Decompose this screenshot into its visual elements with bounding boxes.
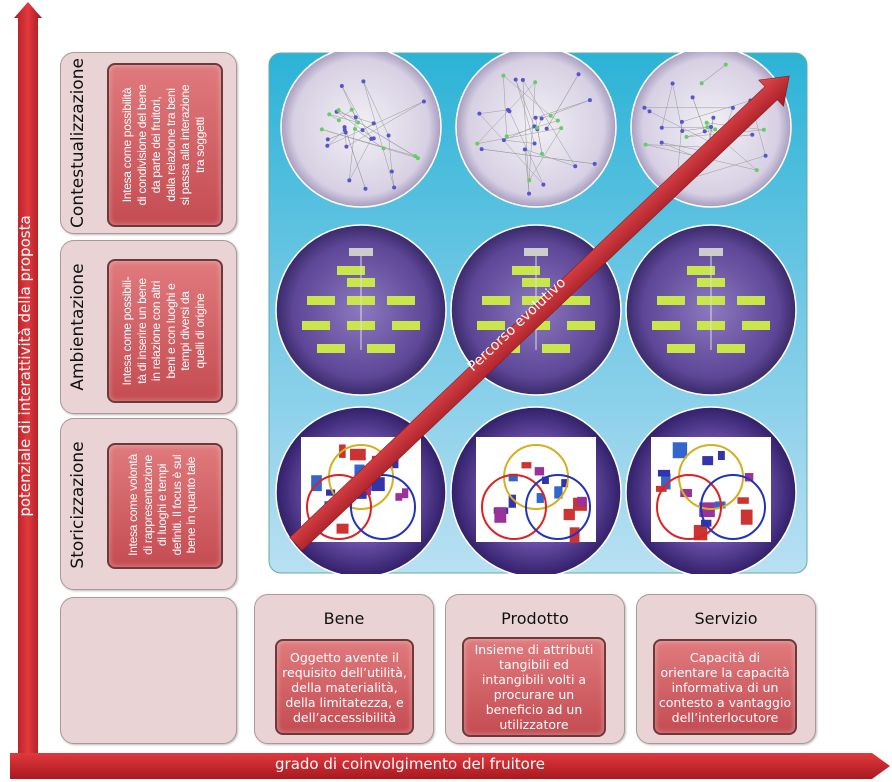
row-title: Contestualizzazione	[68, 58, 88, 228]
row-title: Storicizzazione	[68, 441, 88, 569]
column-description: Oggetto avente il requisito dell’utilità…	[282, 649, 407, 725]
row-title: Ambientazione	[68, 263, 88, 391]
y-axis-arrow	[14, 2, 42, 760]
x-axis-label: grado di coinvolgimento del fruitore	[275, 755, 545, 773]
diagonal-arrow	[289, 75, 790, 551]
column-description-box: Capacità di orientare la capacità inform…	[653, 639, 797, 735]
column-title: Prodotto	[501, 609, 569, 628]
row-storicizzazione: Storicizzazione Intesa come volontà di r…	[60, 418, 237, 590]
row-ambientazione: Ambientazione Intesa come possibili- tà …	[60, 240, 237, 414]
empty-corner-panel	[60, 597, 237, 744]
network-graph-image	[280, 52, 442, 208]
column-bene: Bene Oggetto avente il requisito dell’ut…	[254, 594, 434, 744]
column-description-box: Insieme di attributi tangibili ed intang…	[462, 637, 606, 737]
column-title: Bene	[323, 609, 365, 628]
central-grid: Percorso evolutivo	[268, 52, 808, 574]
column-description: Insieme di attributi tangibili ed intang…	[474, 642, 594, 732]
row-contestualizzazione: Contestualizzazione Intesa come possibil…	[60, 52, 237, 234]
row-description: Intesa come possibilità di condivisione …	[120, 84, 207, 206]
row-description: Intesa come possibili- tà di inserire un…	[120, 276, 207, 386]
column-title: Servizio	[694, 609, 758, 628]
network-graph-image	[455, 52, 617, 208]
column-servizio: Servizio Capacità di orientare la capaci…	[636, 594, 816, 744]
column-prodotto: Prodotto Insieme di attributi tangibili …	[445, 594, 625, 744]
column-description: Capacità di orientare la capacità inform…	[658, 649, 792, 725]
venn-diagram-image	[450, 406, 622, 574]
column-description-box: Oggetto avente il requisito dell’utilità…	[275, 639, 414, 735]
org-chart-image	[275, 224, 447, 396]
org-chart-image	[625, 224, 797, 396]
row-description-box: Intesa come volontà di rappresentazione …	[107, 443, 223, 569]
venn-diagram-image	[625, 406, 797, 574]
y-axis-label: potenziale di interattività della propos…	[16, 215, 34, 517]
x-axis-arrow	[10, 753, 890, 779]
network-graph-image	[630, 52, 792, 208]
row-description: Intesa come volontà di rappresentazione …	[126, 454, 198, 556]
row-description-box: Intesa come possibilità di condivisione …	[107, 63, 223, 227]
row-description-box: Intesa come possibili- tà di inserire un…	[107, 259, 223, 403]
